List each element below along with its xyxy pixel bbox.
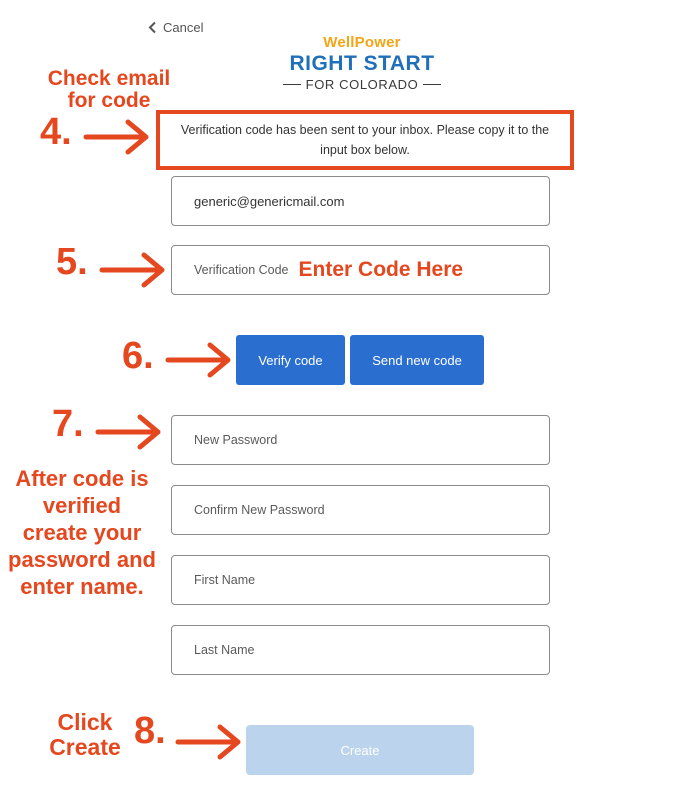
last-name-placeholder: Last Name [194,643,255,657]
divider [282,84,301,85]
chevron-left-icon [148,21,156,34]
step7-note: After code is verified create your passw… [8,466,156,599]
cancel-link[interactable]: Cancel [148,20,203,35]
brand-logo: WellPower RIGHT START FOR COLORADO [280,34,444,92]
confirm-password-input[interactable]: Confirm New Password [171,485,550,535]
create-button[interactable]: Create [246,725,474,775]
notice-text: Verification code has been sent to your … [180,123,550,157]
first-name-placeholder: First Name [194,573,256,587]
step8-note: Click Create [49,709,121,760]
step5-number: 5. [56,241,88,283]
step7-number: 7. [52,403,84,445]
new-password-input[interactable]: New Password [171,415,550,465]
step8-number: 8. [134,710,166,752]
step4-note: Check email for code [47,67,171,112]
confirm-password-placeholder: Confirm New Password [194,503,325,517]
email-value: generic@genericmail.com [194,193,345,209]
right-arrow-icon [83,119,149,155]
verify-code-button[interactable]: Verify code [236,335,345,385]
verification-placeholder: Verification Code [194,263,289,277]
right-arrow-icon [175,724,241,760]
right-arrow-icon [165,342,231,378]
step4-number: 4. [40,111,72,153]
brand-sub-row: FOR COLORADO [280,77,444,92]
verification-notice: Verification code has been sent to your … [156,110,574,170]
right-arrow-icon [95,414,161,450]
email-field[interactable]: generic@genericmail.com [171,176,550,226]
first-name-input[interactable]: First Name [171,555,550,605]
cancel-label: Cancel [163,20,204,35]
step6-number: 6. [122,335,154,377]
brand-sub: FOR COLORADO [305,77,419,92]
brand-top: WellPower [323,34,401,51]
verification-code-input[interactable]: Verification Code Enter Code Here [171,245,550,295]
brand-main: RIGHT START [289,52,435,75]
last-name-input[interactable]: Last Name [171,625,550,675]
send-new-code-button[interactable]: Send new code [350,335,484,385]
new-password-placeholder: New Password [194,433,278,447]
step5-inline-note: Enter Code Here [298,258,464,281]
divider [423,84,442,85]
right-arrow-icon [99,252,165,288]
